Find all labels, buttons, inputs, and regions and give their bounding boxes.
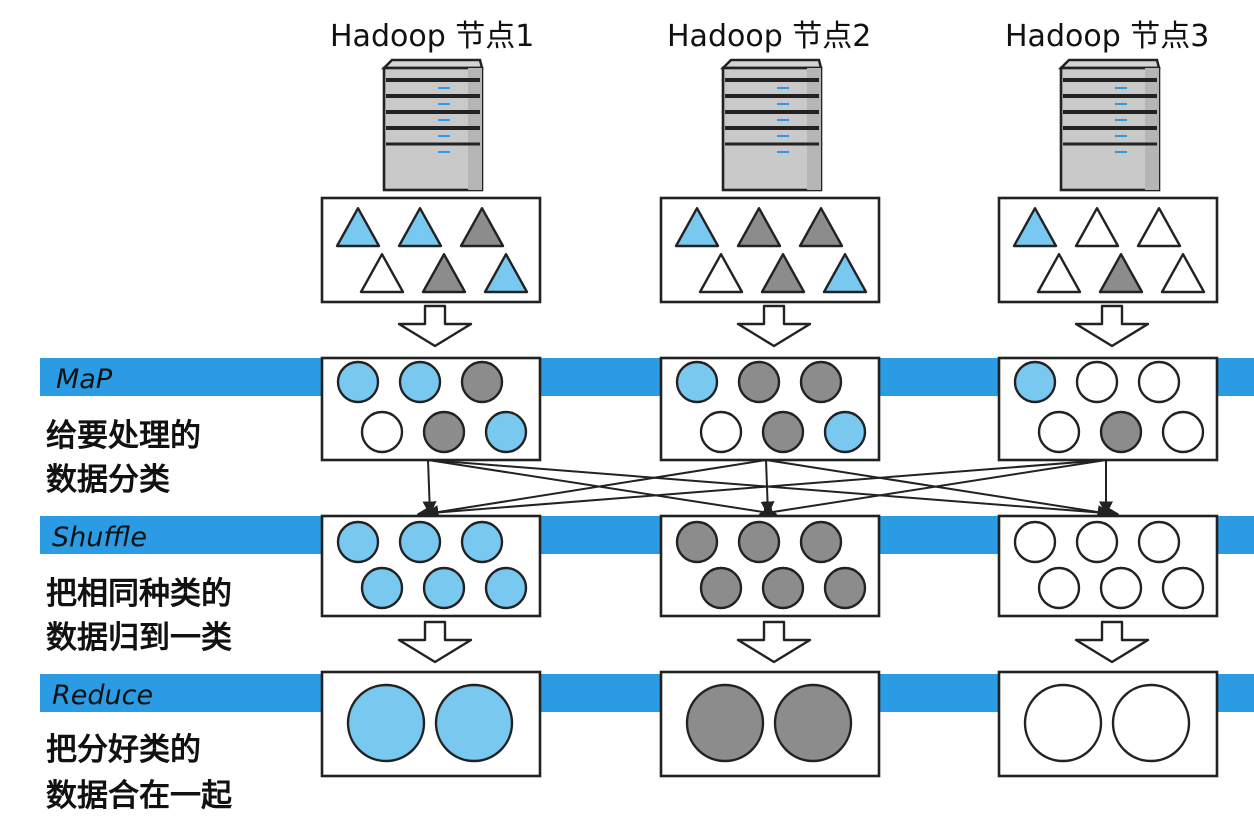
- shuffle-circle: [737, 520, 781, 564]
- shuffle-arrow: [416, 459, 1107, 520]
- data-triangle: [483, 252, 529, 294]
- map-circle: [460, 360, 504, 404]
- shuffle-circle: [699, 566, 743, 610]
- map-circle: [799, 360, 843, 404]
- map-circle: [737, 360, 781, 404]
- server-icon: [380, 58, 484, 192]
- data-triangle: [1012, 206, 1058, 248]
- down-arrow: [736, 620, 812, 664]
- down-arrow: [736, 304, 812, 348]
- data-triangle: [1160, 252, 1206, 294]
- stage-desc-map-line1: 给要处理的: [46, 418, 201, 454]
- down-arrow: [397, 620, 473, 664]
- map-circle: [1099, 410, 1143, 454]
- map-circle: [761, 410, 805, 454]
- data-triangle: [359, 252, 405, 294]
- map-circle: [1137, 360, 1181, 404]
- data-triangle: [1036, 252, 1082, 294]
- shuffle-circle: [761, 566, 805, 610]
- shuffle-circle: [1137, 520, 1181, 564]
- shuffle-arrow: [758, 459, 1107, 519]
- node-title-3: Hadoop 节点3: [1005, 19, 1209, 54]
- stage-desc-reduce-line2: 数据合在一起: [46, 778, 233, 814]
- shuffle-circle: [675, 520, 719, 564]
- shuffle-circle: [336, 520, 380, 564]
- reduce-circle: [685, 683, 765, 763]
- map-circle: [1013, 360, 1057, 404]
- data-triangle: [459, 206, 505, 248]
- data-triangle: [822, 252, 868, 294]
- map-circle: [823, 410, 867, 454]
- data-triangle: [1136, 206, 1182, 248]
- shuffle-circle: [823, 566, 867, 610]
- stage-name-map: MaP: [56, 364, 113, 395]
- reduce-circle: [773, 683, 853, 763]
- data-triangle: [736, 206, 782, 248]
- shuffle-circle: [1013, 520, 1057, 564]
- map-circle: [484, 410, 528, 454]
- stage-desc-reduce-line1: 把分好类的: [46, 732, 201, 768]
- map-circle: [699, 410, 743, 454]
- shuffle-circle: [360, 566, 404, 610]
- shuffle-circle: [460, 520, 504, 564]
- data-triangle: [1098, 252, 1144, 294]
- shuffle-circle: [398, 520, 442, 564]
- shuffle-circle: [799, 520, 843, 564]
- map-circle: [1037, 410, 1081, 454]
- shuffle-circle: [1099, 566, 1143, 610]
- data-triangle: [798, 206, 844, 248]
- server-icon: [1057, 58, 1161, 192]
- data-triangle: [421, 252, 467, 294]
- reduce-circle: [346, 683, 426, 763]
- down-arrow: [1074, 620, 1150, 664]
- shuffle-arrow: [422, 459, 437, 516]
- data-triangle: [335, 206, 381, 248]
- shuffle-circle: [422, 566, 466, 610]
- shuffle-arrow: [424, 459, 767, 519]
- node-title-2: Hadoop 节点2: [667, 19, 871, 54]
- reduce-circle: [1111, 683, 1191, 763]
- shuffle-circle: [1037, 566, 1081, 610]
- map-circle: [336, 360, 380, 404]
- map-circle: [360, 410, 404, 454]
- reduce-circle: [434, 683, 514, 763]
- nodes-layer: [320, 58, 1219, 778]
- shuffle-circle: [1161, 566, 1205, 610]
- data-triangle: [397, 206, 443, 248]
- data-triangle: [1074, 206, 1120, 248]
- shuffle-circle: [484, 566, 528, 610]
- down-arrow: [1074, 304, 1150, 348]
- map-circle: [398, 360, 442, 404]
- stage-desc-map-line2: 数据分类: [46, 462, 170, 498]
- map-circle: [675, 360, 719, 404]
- shuffle-circle: [1075, 520, 1119, 564]
- data-triangle: [674, 206, 720, 248]
- stage-name-reduce: Reduce: [52, 680, 153, 711]
- map-circle: [1075, 360, 1119, 404]
- server-icon: [719, 58, 823, 192]
- reduce-circle: [1023, 683, 1103, 763]
- down-arrow: [397, 304, 473, 348]
- data-triangle: [698, 252, 744, 294]
- map-circle: [1161, 410, 1205, 454]
- shuffle-arrows: [416, 459, 1120, 520]
- node-title-1: Hadoop 节点1: [330, 19, 534, 54]
- data-triangle: [760, 252, 806, 294]
- stage-desc-shuffle-line1: 把相同种类的: [46, 576, 232, 612]
- stage-desc-shuffle-line2: 数据归到一类: [46, 620, 232, 656]
- stage-name-shuffle: Shuffle: [52, 522, 147, 553]
- map-circle: [422, 410, 466, 454]
